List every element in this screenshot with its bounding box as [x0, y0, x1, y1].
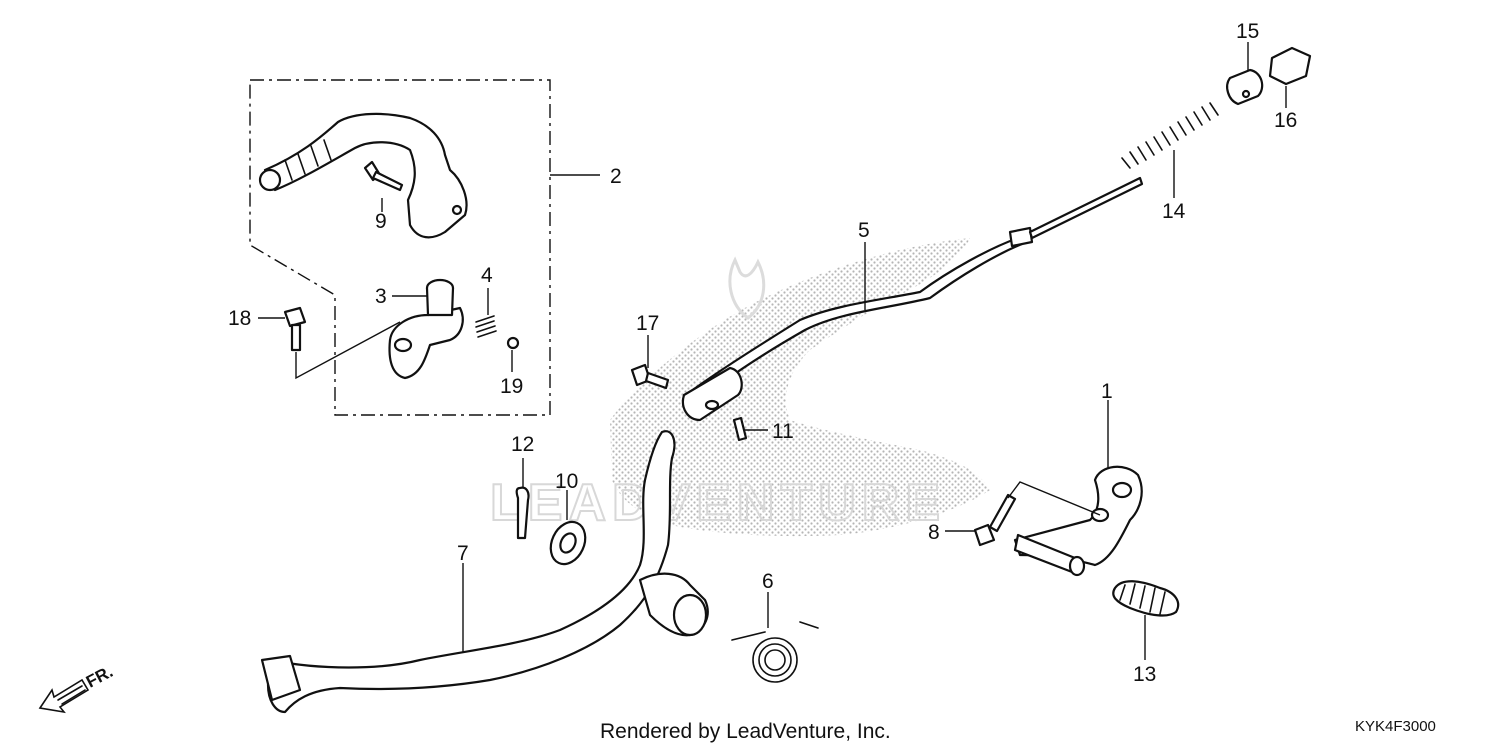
callout-11: 11 [772, 420, 794, 443]
bolt-part-17 [630, 363, 670, 390]
callout-13: 13 [1133, 663, 1156, 686]
callout-6: 6 [762, 570, 774, 593]
brake-pedal-part [260, 430, 709, 714]
bolt-part-9 [363, 160, 404, 192]
pedal-rubber-part [1112, 580, 1180, 617]
callout-8: 8 [928, 521, 940, 544]
cotter-pin-part-12 [515, 486, 530, 540]
joint-part-15 [1226, 68, 1264, 106]
brake-rod-part [681, 176, 1144, 422]
ball-part-19 [506, 336, 520, 350]
pin-part-11 [732, 416, 748, 442]
spring-part-4 [475, 315, 497, 338]
callout-5: 5 [858, 219, 870, 242]
diagram-code: KYK4F3000 [1355, 718, 1436, 735]
assembly-group-outline [249, 79, 551, 416]
kick-joint-part [388, 278, 464, 380]
callout-15: 15 [1236, 20, 1259, 43]
callout-1: 1 [1101, 380, 1113, 403]
callout-9: 9 [375, 210, 387, 233]
callout-3: 3 [375, 285, 387, 308]
nut-part-16 [1268, 46, 1312, 86]
callout-16: 16 [1274, 109, 1297, 132]
washer-part-10 [549, 520, 587, 566]
brand-wing-watermark [610, 238, 990, 537]
callout-12: 12 [511, 433, 534, 456]
rendered-by-credit: Rendered by LeadVenture, Inc. [600, 720, 891, 743]
pedal-pivot-part [1013, 465, 1143, 577]
callout-19: 19 [500, 375, 523, 398]
callout-18: 18 [228, 307, 251, 330]
callout-leaders [258, 42, 1287, 660]
spring-part-14 [1121, 102, 1219, 169]
return-spring-part [731, 621, 819, 683]
callout-7: 7 [457, 542, 469, 565]
callout-10: 10 [555, 470, 578, 493]
front-direction-label: FR. [83, 662, 116, 692]
callout-14: 14 [1162, 200, 1186, 223]
callout-2: 2 [610, 165, 622, 188]
bolt-part-18 [283, 306, 307, 352]
bolt-part-8 [973, 493, 1017, 547]
callout-4: 4 [481, 264, 493, 287]
front-direction-arrow-icon [38, 678, 90, 714]
callout-17: 17 [636, 312, 659, 335]
kick-arm-part [258, 112, 468, 239]
